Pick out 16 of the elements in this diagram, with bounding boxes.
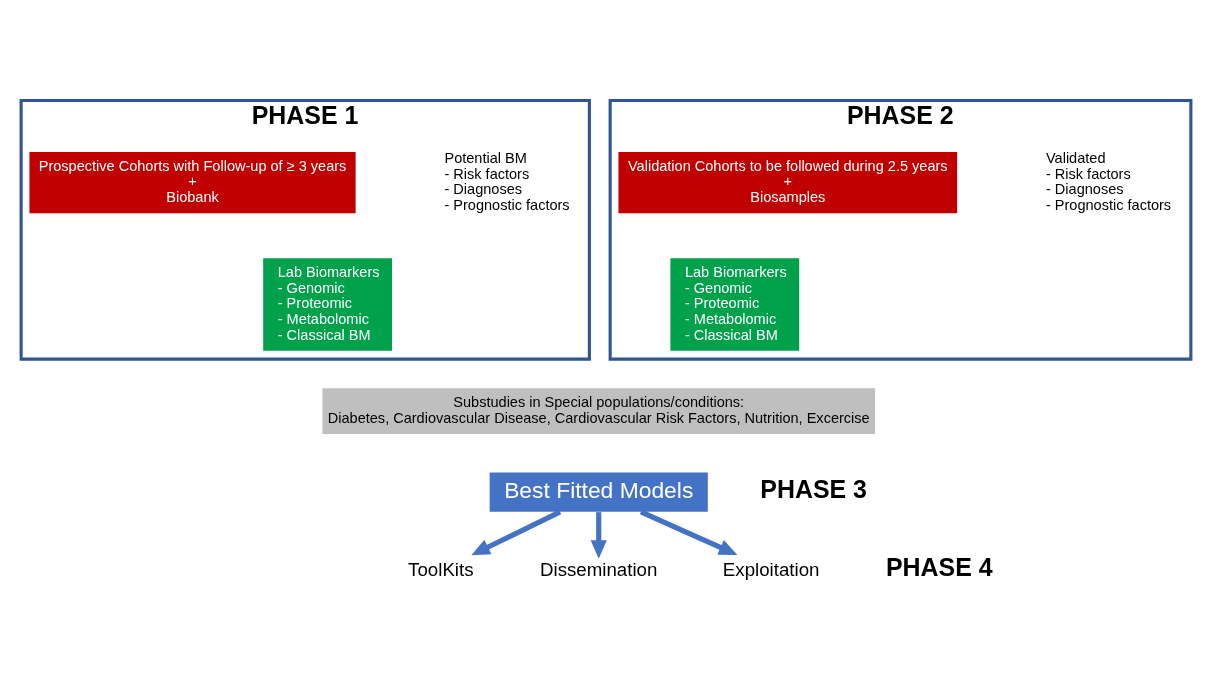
- node-text: Potential BM - Risk factors - Diagnoses - Prognostic factors: [444, 150, 570, 213]
- node-box: Validation Cohorts to be followed during 2.5 years + Biosamples: [618, 151, 958, 214]
- node-box: Prospective Cohorts with Follow-up of ≥ 3 years + Biobank: [29, 151, 356, 214]
- arrow: [471, 509, 562, 556]
- node-box: Best Fitted Models: [489, 472, 708, 512]
- node-box: Substudies in Special populations/conditions: Diabetes, Cardiovascular Disease, Cardiovascular Risk Factors, Nutrition, Excercise: [322, 388, 876, 434]
- node-label: PHASE 3: [760, 474, 867, 503]
- node-box: Lab Biomarkers - Genomic - Proteomic - Metabolomic - Classical BM: [670, 258, 800, 351]
- label: PHASE 4: [885, 553, 993, 582]
- node-text: Dissemination: [540, 558, 658, 580]
- arrow: [639, 509, 738, 555]
- node-text: Exploitation: [722, 558, 820, 580]
- node-box: Lab Biomarkers - Genomic - Proteomic - Metabolomic - Classical BM: [263, 258, 392, 351]
- node-text: Validated - Risk factors - Diagnoses - Prognostic factors: [1045, 150, 1172, 213]
- arrow: [590, 512, 607, 559]
- node-text: ToolKits: [408, 558, 474, 580]
